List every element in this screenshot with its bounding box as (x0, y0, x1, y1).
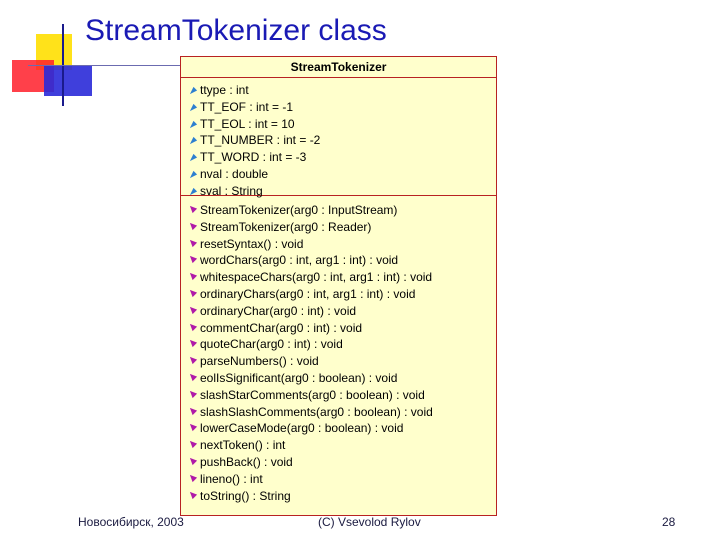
class-name: StreamTokenizer (181, 57, 496, 78)
operation-row: pushBack() : void (189, 454, 496, 471)
operation-row: wordChars(arg0 : int, arg1 : int) : void (189, 252, 496, 269)
method-icon (189, 357, 198, 365)
operation-row: StreamTokenizer(arg0 : InputStream) (189, 202, 496, 219)
operation-label: ordinaryChar(arg0 : int) : void (200, 303, 357, 318)
method-icon (189, 474, 198, 482)
method-icon (189, 390, 198, 398)
operation-row: parseNumbers() : void (189, 353, 496, 370)
attribute-label: nval : double (200, 166, 269, 181)
method-icon (189, 256, 198, 264)
method-icon (189, 306, 198, 314)
attribute-row: ttype : int (189, 82, 496, 99)
operation-row: slashStarComments(arg0 : boolean) : void (189, 387, 496, 404)
operation-row: ordinaryChar(arg0 : int) : void (189, 303, 496, 320)
method-icon (189, 239, 198, 247)
field-icon (189, 103, 198, 111)
operation-label: toString() : String (200, 488, 291, 503)
operation-label: slashStarComments(arg0 : boolean) : void (200, 387, 425, 402)
field-icon (189, 120, 198, 128)
operation-label: whitespaceChars(arg0 : int, arg1 : int) … (200, 270, 433, 285)
footer-location-year: Новосибирск, 2003 (78, 515, 184, 529)
attribute-label: TT_WORD : int = -3 (200, 150, 307, 165)
attribute-row: nval : double (189, 166, 496, 183)
operation-row: whitespaceChars(arg0 : int, arg1 : int) … (189, 269, 496, 286)
operation-row: slashSlashComments(arg0 : boolean) : voi… (189, 404, 496, 421)
method-icon (189, 373, 198, 382)
attribute-row: sval : String (189, 183, 496, 200)
operation-label: StreamTokenizer(arg0 : Reader) (200, 219, 372, 234)
method-icon (189, 289, 198, 298)
method-icon (189, 323, 198, 331)
method-icon (189, 222, 198, 230)
field-icon (189, 86, 198, 95)
attribute-row: TT_WORD : int = -3 (189, 149, 496, 166)
attribute-row: TT_EOL : int = 10 (189, 116, 496, 133)
operation-row: commentChar(arg0 : int) : void (189, 320, 496, 337)
field-icon (189, 137, 198, 145)
operation-label: nextToken() : int (200, 438, 286, 453)
method-icon (189, 457, 198, 466)
attribute-label: TT_EOL : int = 10 (200, 116, 295, 131)
operation-label: wordChars(arg0 : int, arg1 : int) : void (200, 253, 399, 268)
attribute-label: ttype : int (200, 83, 249, 97)
method-icon (189, 205, 198, 214)
method-icon (189, 491, 198, 499)
operation-label: slashSlashComments(arg0 : boolean) : voi… (200, 404, 433, 419)
operation-label: lowerCaseMode(arg0 : boolean) : void (200, 421, 404, 436)
method-icon (189, 407, 198, 415)
operation-row: nextToken() : int (189, 437, 496, 454)
field-icon (189, 187, 198, 195)
operation-label: resetSyntax() : void (200, 236, 304, 251)
attribute-row: TT_EOF : int = -1 (189, 99, 496, 116)
operation-label: lineno() : int (200, 471, 263, 486)
decor-blue-square (44, 66, 92, 96)
method-icon (189, 340, 198, 348)
operation-row: ordinaryChars(arg0 : int, arg1 : int) : … (189, 286, 496, 303)
operation-label: parseNumbers() : void (200, 354, 319, 369)
attribute-label: TT_NUMBER : int = -2 (200, 133, 321, 148)
field-icon (189, 154, 198, 162)
slide-title: StreamTokenizer class (85, 14, 387, 47)
operation-row: toString() : String (189, 488, 496, 505)
method-icon (189, 424, 198, 432)
operation-row: resetSyntax() : void (189, 236, 496, 253)
operation-label: commentChar(arg0 : int) : void (200, 320, 363, 335)
operation-row: quoteChar(arg0 : int) : void (189, 336, 496, 353)
method-icon (189, 441, 198, 449)
attribute-label: TT_EOF : int = -1 (200, 99, 294, 114)
operation-row: StreamTokenizer(arg0 : Reader) (189, 219, 496, 236)
operation-label: pushBack() : void (200, 454, 293, 469)
method-icon (189, 273, 198, 281)
operation-label: quoteChar(arg0 : int) : void (200, 337, 343, 352)
operation-label: ordinaryChars(arg0 : int, arg1 : int) : … (200, 286, 416, 301)
footer-author: (C) Vsevolod Rylov (318, 515, 421, 529)
operations-compartment: StreamTokenizer(arg0 : InputStream) Strea… (181, 196, 496, 504)
field-icon (189, 170, 198, 179)
operation-label: StreamTokenizer(arg0 : InputStream) (200, 203, 398, 217)
operation-row: lowerCaseMode(arg0 : boolean) : void (189, 420, 496, 437)
attribute-row: TT_NUMBER : int = -2 (189, 132, 496, 149)
attribute-label: sval : String (200, 183, 263, 198)
page-number: 28 (662, 515, 676, 529)
operation-row: eolIsSignificant(arg0 : boolean) : void (189, 370, 496, 387)
operation-label: eolIsSignificant(arg0 : boolean) : void (200, 370, 398, 385)
operation-row: lineno() : int (189, 471, 496, 488)
decor-horizontal-line (28, 65, 188, 66)
